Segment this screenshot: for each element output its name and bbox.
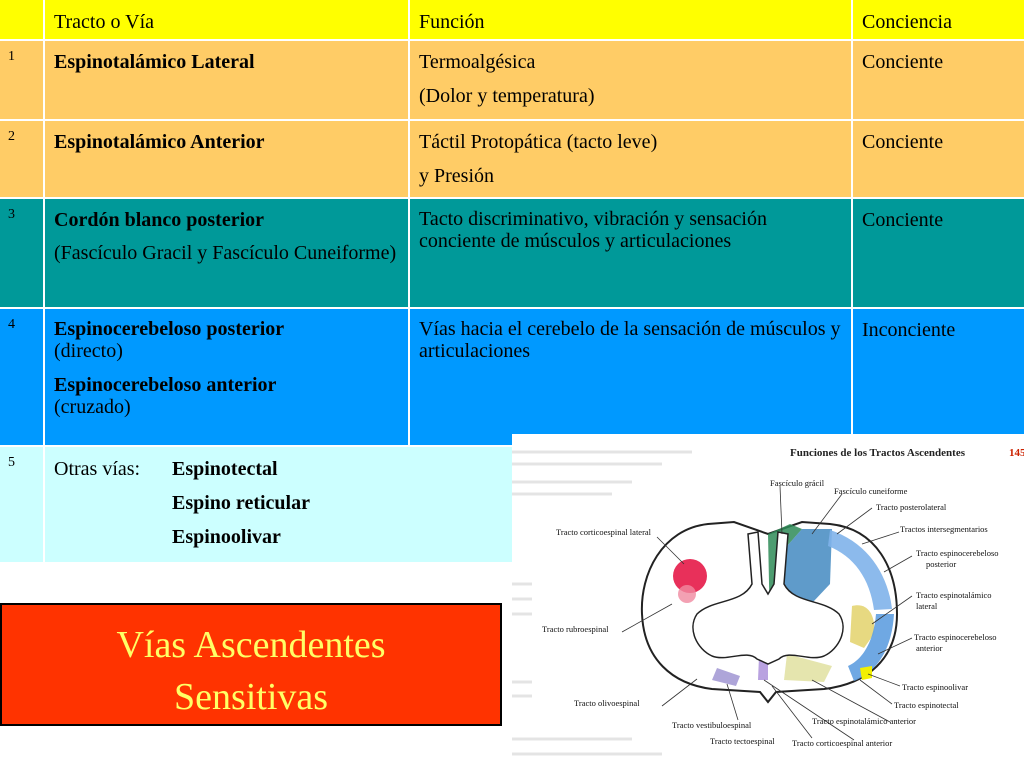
consciousness-cell: Conciente [862,51,944,73]
label-corticospinal-lateral: Tracto corticoespinal lateral [556,527,652,537]
table-row: 3 Cordón blanco posterior (Fascículo Gra… [0,198,1024,308]
tract-cell: Cordón blanco posterior (Fascículo Graci… [44,198,409,264]
row-divider [0,119,1024,121]
tract-subtitle: (directo) [54,340,123,362]
tract-cell: Espinotalámico Lateral [44,40,409,76]
posterior-spinocerebellar-tract [828,530,892,610]
lateral-spinothalamic-tract [850,605,875,648]
leader-lines [621,485,913,741]
function-cell: Tacto discriminativo, vibración y sensac… [419,208,767,252]
rubrospinal-tract [678,585,696,603]
header-function: Función [419,11,485,33]
function-line: y Presión [419,165,494,187]
spinal-cord-figure: Funciones de los Tractos Ascendentes 145 [512,434,1024,768]
tract-name: Espinocerebeloso anterior [54,374,277,396]
anterior-spinocerebellar-tract [848,614,894,681]
header-tract: Tracto o Vía [54,11,154,33]
function-cell: Vías hacia el cerebelo de la sensación d… [419,318,841,362]
row-number: 4 [8,317,15,332]
background-text-lines [512,450,692,756]
lateral-corticospinal-tract [673,559,707,593]
table-row: 1 Espinotalámico Lateral Termoalgésica (… [0,40,1024,120]
label-spinotectal: Tracto espinotectal [894,700,959,710]
row-number: 1 [8,49,15,64]
consciousness-cell: Inconciente [862,319,956,341]
tract-name: Espinotalámico Anterior [54,131,265,153]
label-vestibulospinal: Tracto vestibuloespinal [672,720,752,730]
row-number: 5 [8,455,15,470]
slide-title-line: Vías Ascendentes [116,624,386,666]
table-row: 4 Espinocerebeloso posterior (directo) E… [0,308,1024,446]
tract-cell: Otras vías: Espinotectal Espino reticula… [44,446,514,548]
tract-name: Espinoolivar [172,526,281,548]
label-posterolateral: Tracto posterolateral [876,502,947,512]
label-cuneiforme: Fascículo cuneiforme [834,486,908,496]
label-spinocerebellar-anterior: Tracto espinocerebeloso [914,632,997,642]
spinal-cord-diagram: Funciones de los Tractos Ascendentes 145 [512,447,1024,756]
tract-name: Espinotalámico Lateral [54,51,255,73]
function-line: Termoalgésica [419,51,536,73]
row-divider [0,197,1024,199]
vestibulospinal-tract [712,668,740,686]
label-rubrospinal: Tracto rubroespinal [542,624,609,634]
figure-labels: Fascículo grácil Fascículo cuneiforme Tr… [542,478,999,748]
label-spinothalamic-anterior: Tracto espinotalámico anterior [812,716,916,726]
tract-name: Espinotectal [172,458,278,480]
consciousness-cell: Conciente [862,209,944,231]
slide-title-box: Vías Ascendentes Sensitivas [0,603,502,726]
label-intersegmentarios: Tractos intersegmentarios [900,524,988,534]
tract-name: Espino reticular [172,492,310,514]
figure-page-number: 145 [1009,447,1024,459]
consciousness-cell: Conciente [862,131,944,153]
column-divider [408,0,410,446]
tract-cell: Espinotalámico Anterior [44,120,409,156]
function-line: (Dolor y temperatura) [419,85,595,107]
label-olivospinal: Tracto olivoespinal [574,698,640,708]
header-consciousness: Conciencia [862,11,952,33]
tract-subtitle: (Fascículo Gracil y Fascículo Cuneiforme… [54,242,397,264]
table-row: 2 Espinotalámico Anterior Táctil Protopá… [0,120,1024,198]
column-divider [851,0,853,446]
table-header: Tracto o Vía Función Conciencia [0,0,1024,40]
row-divider [0,39,1024,41]
label-spinoolivary: Tracto espinoolivar [902,682,968,692]
column-divider [43,0,45,562]
function-cell: Táctil Protopática (tacto leve) y Presió… [409,120,852,190]
spino-olivary-tract [860,666,872,680]
label-spinocerebellar-posterior: posterior [926,559,956,569]
function-line: Táctil Protopática (tacto leve) [419,131,658,153]
slide-title-line: Sensitivas [173,676,329,718]
label-tectospinal: Tracto tectoespinal [710,736,775,746]
other-tracts-prefix: Otras vías: [54,458,141,480]
gray-matter [692,531,844,665]
tract-cell: Espinocerebeloso posterior (directo) Esp… [44,308,409,418]
label-spinothalamic-lateral: Tracto espinotalámico [916,590,991,600]
row-number: 2 [8,129,15,144]
anterior-spinothalamic-tract [784,654,832,682]
tract-name: Cordón blanco posterior [54,209,264,231]
row-number: 3 [8,207,15,222]
label-spinocerebellar-posterior: Tracto espinocerebeloso [916,548,999,558]
label-gracil: Fascículo grácil [770,478,825,488]
tract-name: Espinocerebeloso posterior [54,318,285,340]
label-corticospinal-anterior: Tracto corticoespinal anterior [792,738,892,748]
tract-subtitle: (cruzado) [54,396,131,418]
label-spinothalamic-lateral: lateral [916,601,938,611]
row-divider [0,307,1024,309]
figure-heading: Funciones de los Tractos Ascendentes [790,447,966,459]
function-cell: Termoalgésica (Dolor y temperatura) [409,40,852,110]
label-spinocerebellar-anterior: anterior [916,643,943,653]
